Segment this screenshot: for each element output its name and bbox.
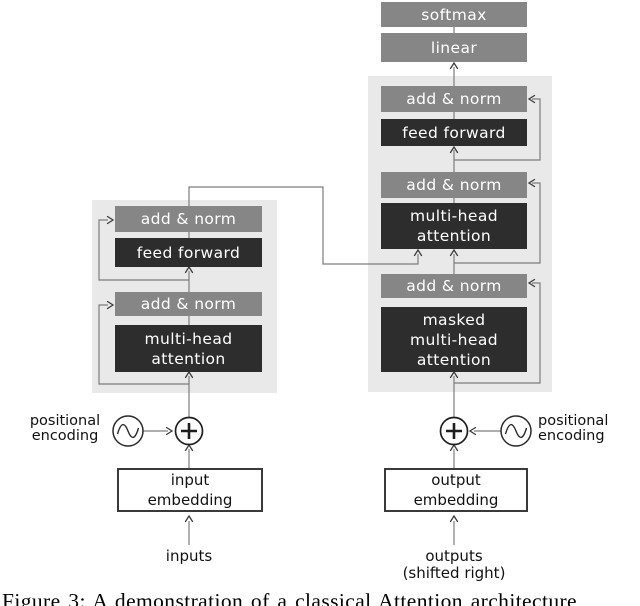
encoder-add-norm-top-block: add & norm	[115, 206, 262, 232]
decoder-add-norm-middle-block: add & norm	[381, 172, 527, 198]
output-embedding-box: output embedding	[384, 468, 528, 512]
sine-wave-icon	[500, 415, 532, 447]
encoder-feed-forward-block: feed forward	[115, 238, 262, 267]
decoder-add-norm-top-block: add & norm	[381, 86, 527, 112]
positional-encoding-label-right: positional encoding	[538, 413, 609, 444]
figure-caption: Figure 3: A demonstration of a classical…	[2, 589, 577, 606]
encoder-multi-head-attention-block: multi-head attention	[115, 325, 262, 372]
linear-block: linear	[381, 33, 527, 62]
decoder-masked-attention-block: masked multi-head attention	[381, 307, 527, 372]
input-embedding-box: input embedding	[117, 468, 263, 512]
sine-wave-icon	[112, 415, 144, 447]
plus-circle-icon	[174, 416, 204, 446]
outputs-label: outputs (shifted right)	[402, 547, 506, 582]
decoder-feed-forward-block: feed forward	[381, 119, 527, 146]
plus-circle-icon	[439, 416, 469, 446]
decoder-multi-head-attention-block: multi-head attention	[381, 203, 527, 249]
positional-encoding-label-left: positional encoding	[29, 413, 101, 444]
softmax-block: softmax	[381, 2, 527, 27]
decoder-add-norm-bottom-block: add & norm	[381, 274, 527, 298]
inputs-label: inputs	[165, 547, 213, 565]
encoder-add-norm-bottom-block: add & norm	[115, 292, 262, 316]
